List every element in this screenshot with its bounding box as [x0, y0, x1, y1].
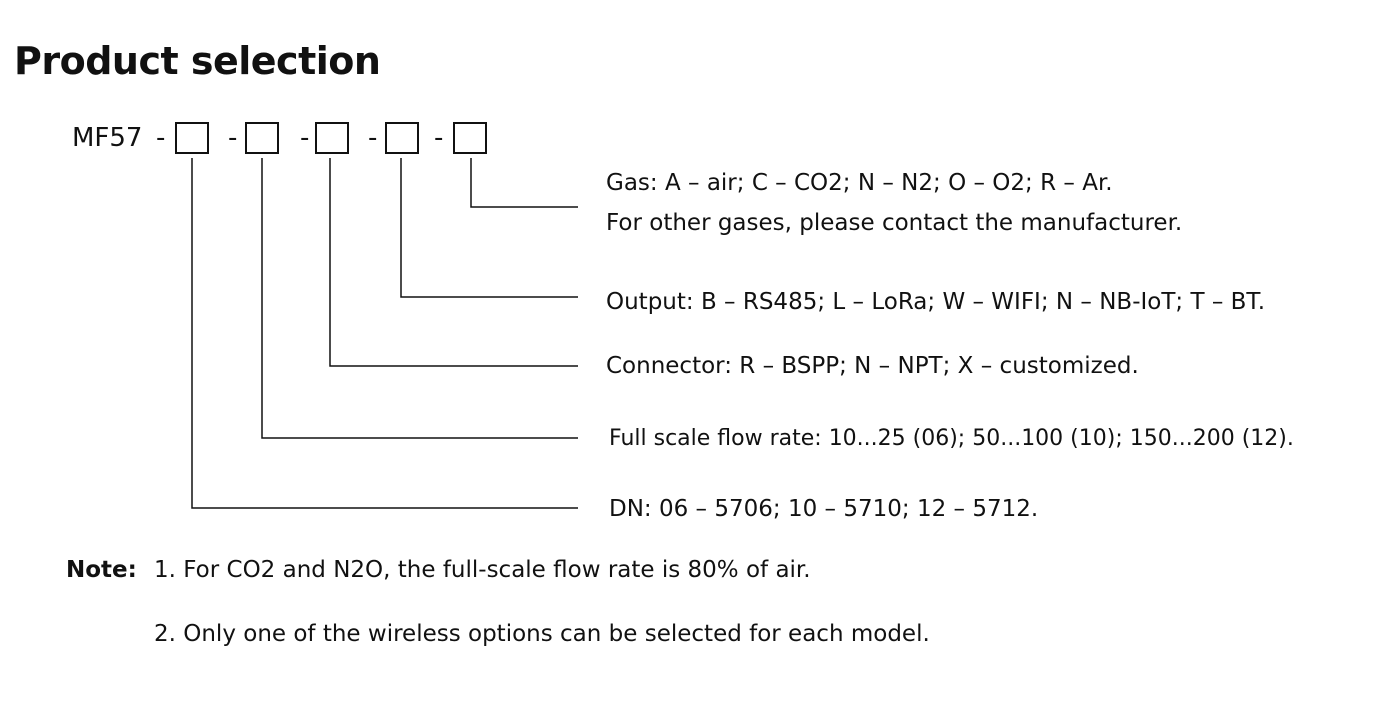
code-separator: -: [228, 123, 238, 153]
page-title: Product selection: [14, 39, 381, 83]
model-prefix: MF57: [72, 123, 143, 153]
connector-flow-rate: [261, 158, 578, 439]
flow-rate-option-text: Full scale flow rate: 10...25 (06); 50..…: [609, 426, 1294, 451]
note-label: Note:: [66, 557, 137, 583]
code-slot-output: [385, 122, 419, 154]
gas-option-text: Gas: A – air; C – CO2; N – N2; O – O2; R…: [606, 170, 1113, 196]
code-slot-connector: [315, 122, 349, 154]
connector-dn: [191, 158, 578, 509]
code-separator: -: [156, 123, 166, 153]
code-separator: -: [434, 123, 444, 153]
connector-output: [400, 158, 578, 298]
code-separator: -: [368, 123, 378, 153]
connector-connector: [329, 158, 578, 367]
note-item: 1. For CO2 and N2O, the full-scale flow …: [154, 557, 811, 583]
gas-contact-text: For other gases, please contact the manu…: [606, 210, 1183, 236]
connector-option-text: Connector: R – BSPP; N – NPT; X – custom…: [606, 353, 1139, 379]
note-item: 2. Only one of the wireless options can …: [154, 621, 930, 647]
dn-option-text: DN: 06 – 5706; 10 – 5710; 12 – 5712.: [609, 496, 1039, 522]
code-slot-flow-rate: [245, 122, 279, 154]
connector-gas: [470, 158, 578, 208]
code-slot-gas: [453, 122, 487, 154]
code-separator: -: [300, 123, 310, 153]
output-option-text: Output: B – RS485; L – LoRa; W – WIFI; N…: [606, 289, 1266, 315]
code-slot-dn: [175, 122, 209, 154]
